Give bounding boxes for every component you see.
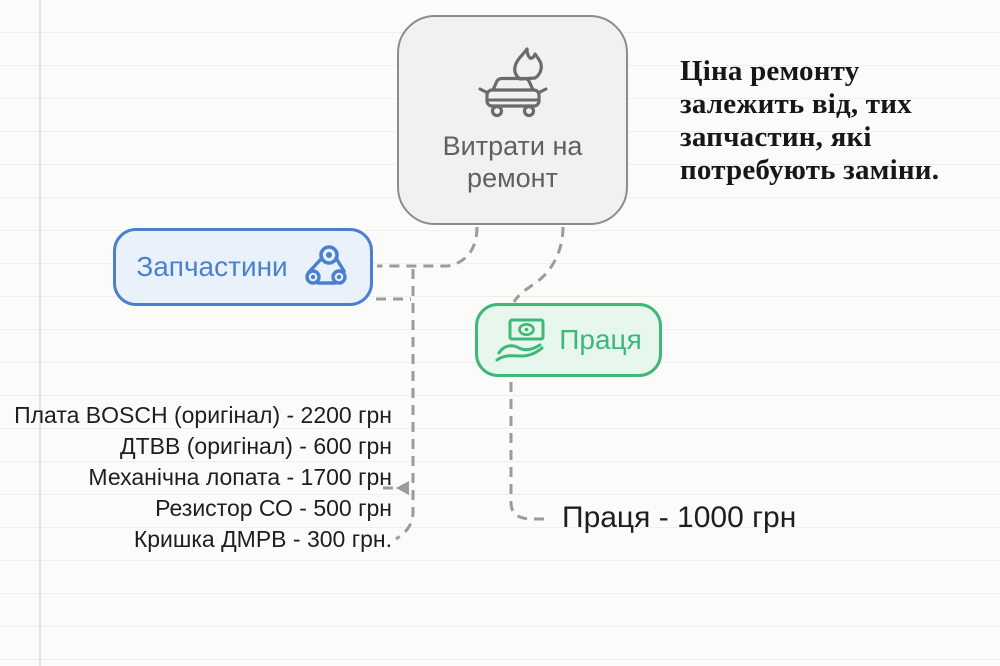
parts-list-item: Кришка ДМРВ - 300 грн. bbox=[133, 526, 392, 552]
labor-node-label: Праця bbox=[559, 324, 642, 355]
money-in-hand-icon bbox=[495, 317, 545, 363]
connector-labor-to-price bbox=[509, 382, 549, 521]
note-line: Ціна ремонту bbox=[680, 55, 860, 87]
burning-car-icon bbox=[472, 46, 554, 122]
note-text: Ціна ремонту залежить від, тих запчастин… bbox=[680, 55, 939, 187]
root-node-repair-costs: Витрати на ремонт bbox=[397, 15, 628, 225]
connector-list-arrowhead bbox=[396, 481, 409, 495]
labor-node: Праця bbox=[475, 303, 662, 377]
labor-price-text: Праця - 1000 грн bbox=[562, 501, 797, 534]
note-line: потребують заміни. bbox=[680, 154, 940, 186]
timing-belt-icon bbox=[302, 244, 350, 290]
root-node-label: Витрати на ремонт bbox=[443, 130, 583, 194]
note-line: залежить від, тих bbox=[680, 88, 912, 120]
parts-list-item: Механічна лопата - 1700 грн bbox=[88, 464, 392, 490]
note-line: запчастин, які bbox=[680, 121, 872, 153]
parts-node-label: Запчастини bbox=[136, 251, 288, 282]
root-node-label-line1: Витрати на bbox=[442, 131, 583, 161]
parts-list-item: Плата BOSCH (оригінал) - 2200 грн bbox=[14, 402, 392, 428]
root-node-label-line2: ремонт bbox=[467, 163, 558, 193]
parts-list-item: ДТВВ (оригінал) - 600 грн bbox=[120, 433, 392, 459]
parts-node: Запчастини bbox=[113, 228, 373, 306]
parts-price-list: Плата BOSCH (оригінал) - 2200 грн ДТВВ (… bbox=[0, 400, 392, 555]
parts-list-item: Резистор СО - 500 грн bbox=[155, 495, 392, 521]
connector-parts-to-list bbox=[395, 269, 415, 541]
connector-root-to-labor bbox=[512, 226, 565, 303]
connector-root-to-parts bbox=[377, 226, 479, 268]
